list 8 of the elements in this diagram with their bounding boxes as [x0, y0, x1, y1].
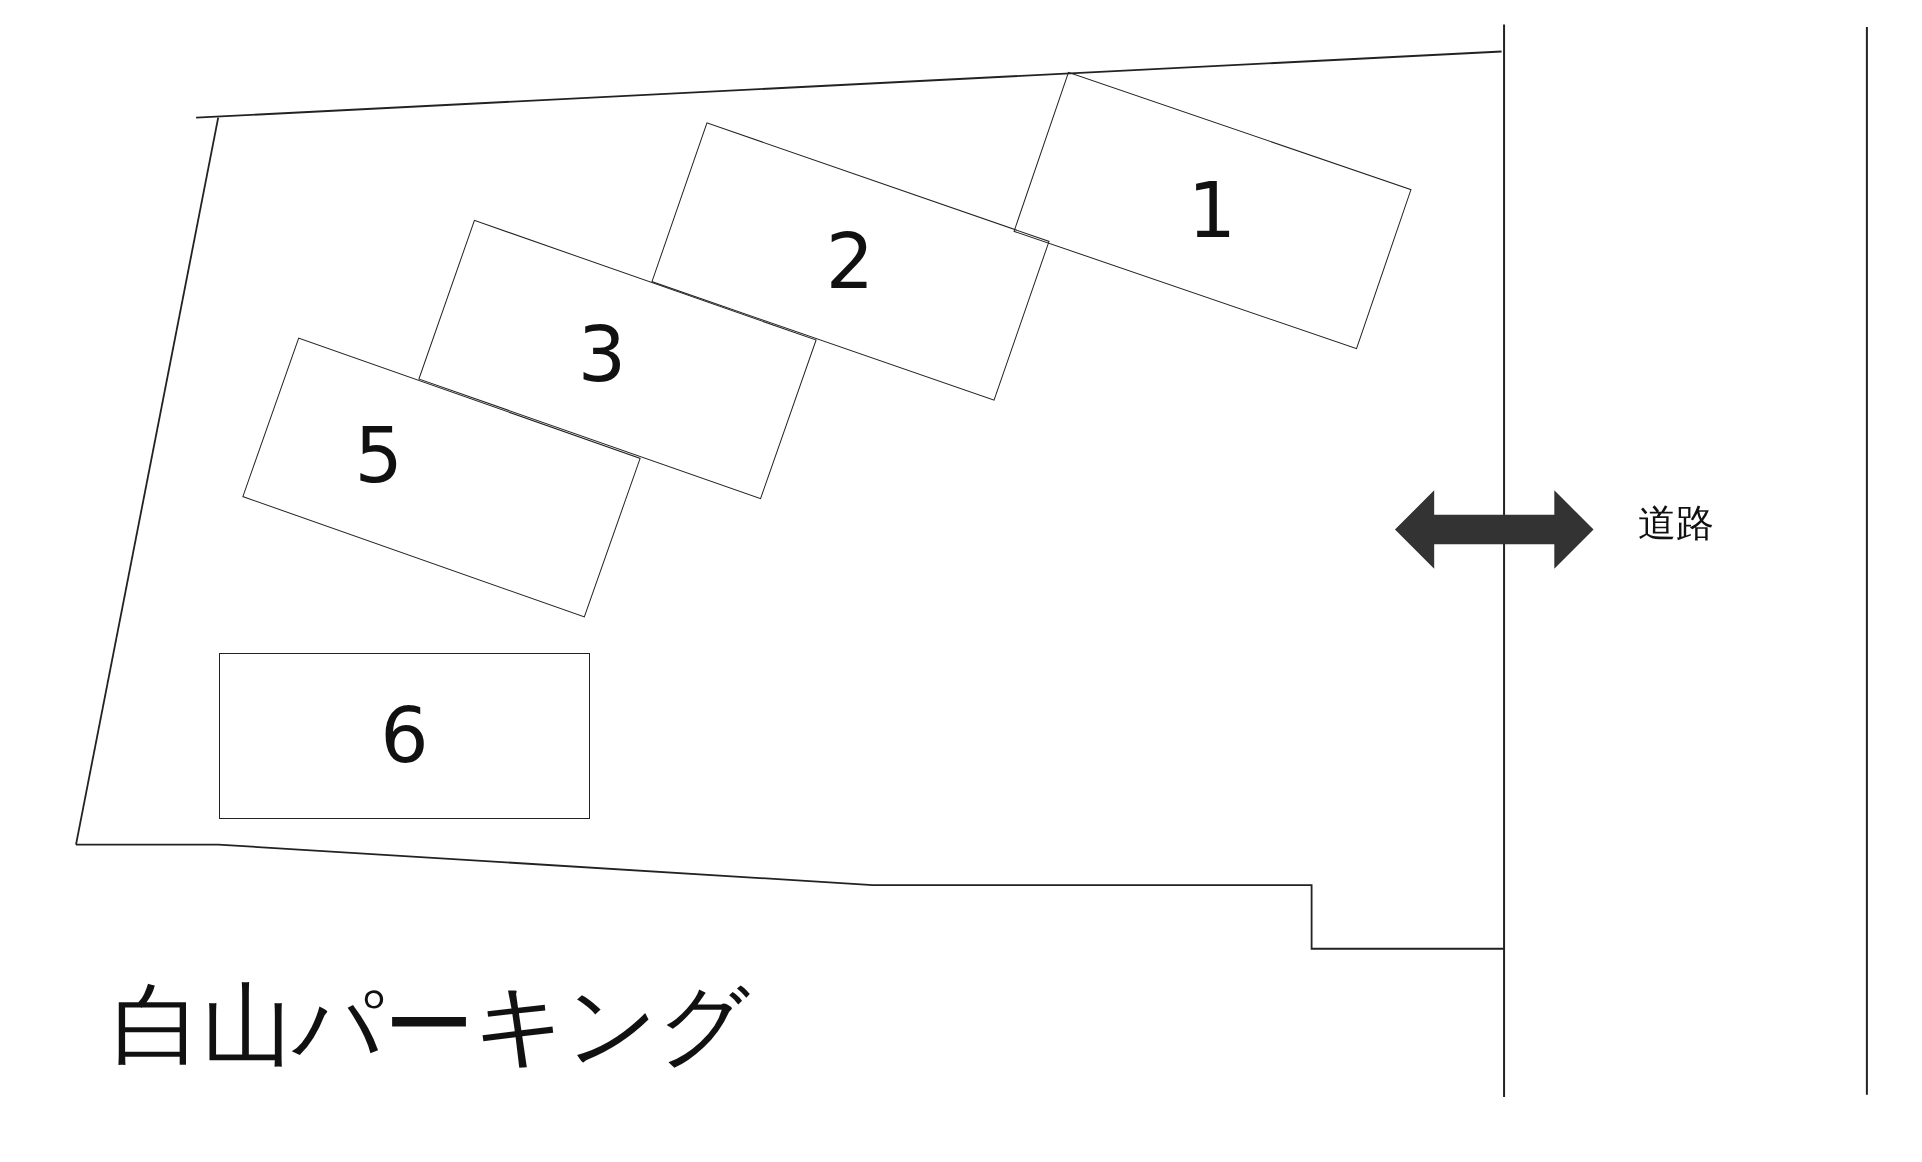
- road-label: 道路: [1638, 500, 1714, 547]
- space-number: 6: [380, 698, 429, 774]
- space-number: 5: [354, 417, 403, 494]
- space-number: 1: [1187, 172, 1237, 248]
- parking-space: [219, 653, 590, 819]
- space-number: 3: [577, 315, 627, 392]
- space-number: 2: [825, 223, 875, 299]
- diagram-title: 白山パーキング: [112, 975, 750, 1074]
